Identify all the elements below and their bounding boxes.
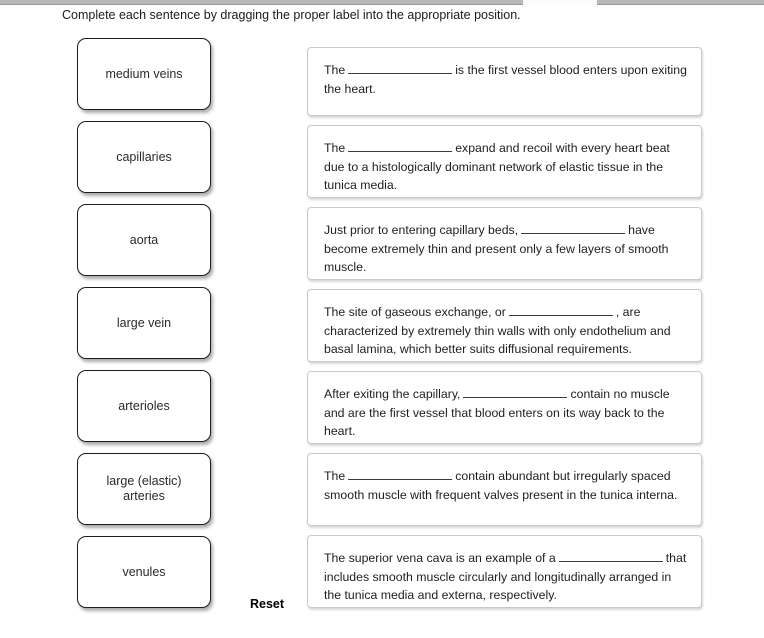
label-text: large vein <box>116 315 172 330</box>
draggable-label-venules[interactable]: venules <box>77 536 211 608</box>
sentence-text-after: contain no muscle and are the first vess… <box>324 387 670 438</box>
browser-chrome-strip <box>0 0 764 5</box>
sentence-item-3[interactable]: Just prior to entering capillary beds,ha… <box>307 207 702 280</box>
sentence-text-before: The <box>324 469 346 483</box>
sentence-blank-6[interactable] <box>348 466 453 480</box>
sentence-text-before: The site of gaseous exchange, or <box>324 305 506 319</box>
draggable-label-medium-veins[interactable]: medium veins <box>77 38 211 110</box>
label-bank: medium veins capillaries aorta large vei… <box>77 38 211 619</box>
sentence-text-before: After exiting the capillary, <box>324 387 461 401</box>
sentence-blank-1[interactable] <box>348 60 453 74</box>
sentence-text-after: contain abundant but irregularly spaced … <box>324 469 678 502</box>
draggable-label-aorta[interactable]: aorta <box>77 204 211 276</box>
browser-tab-stub[interactable] <box>523 0 597 5</box>
sentence-text-after: is the first vessel blood enters upon ex… <box>324 63 687 96</box>
label-text: arterioles <box>118 398 170 413</box>
browser-strip-divider <box>0 4 764 5</box>
sentence-item-5[interactable]: After exiting the capillary,contain no m… <box>307 371 702 444</box>
label-text: capillaries <box>116 149 172 164</box>
sentence-blank-3[interactable] <box>521 220 626 234</box>
sentence-text-before: The superior vena cava is an example of … <box>324 551 556 565</box>
label-text: large (elastic) arteries <box>106 474 182 503</box>
sentence-text-after: have become extremely thin and present o… <box>324 223 669 274</box>
sentence-blank-7[interactable] <box>558 548 663 562</box>
sentence-item-7[interactable]: The superior vena cava is an example of … <box>307 535 702 608</box>
page-instruction: Complete each sentence by dragging the p… <box>62 8 521 22</box>
sentence-blank-4[interactable] <box>508 302 613 316</box>
draggable-label-arterioles[interactable]: arterioles <box>77 370 211 442</box>
label-text: aorta <box>129 232 159 247</box>
label-text: medium veins <box>105 66 183 81</box>
draggable-label-capillaries[interactable]: capillaries <box>77 121 211 193</box>
reset-button[interactable]: Reset <box>250 597 285 611</box>
sentence-text-before: Just prior to entering capillary beds, <box>324 223 519 237</box>
sentence-item-4[interactable]: The site of gaseous exchange, or, are ch… <box>307 289 702 362</box>
draggable-label-large-vein[interactable]: large vein <box>77 287 211 359</box>
sentence-text-after: expand and recoil with every heart beat … <box>324 141 670 192</box>
sentence-text-before: The <box>324 141 346 155</box>
sentence-blank-2[interactable] <box>348 138 453 152</box>
sentence-text-after: that includes smooth muscle circularly a… <box>324 551 687 602</box>
label-text: venules <box>122 564 166 579</box>
sentence-text-after: , are characterized by extremely thin wa… <box>324 305 671 356</box>
sentence-text-before: The <box>324 63 346 77</box>
draggable-label-large-elastic-arteries[interactable]: large (elastic) arteries <box>77 453 211 525</box>
sentence-blank-5[interactable] <box>463 384 568 398</box>
